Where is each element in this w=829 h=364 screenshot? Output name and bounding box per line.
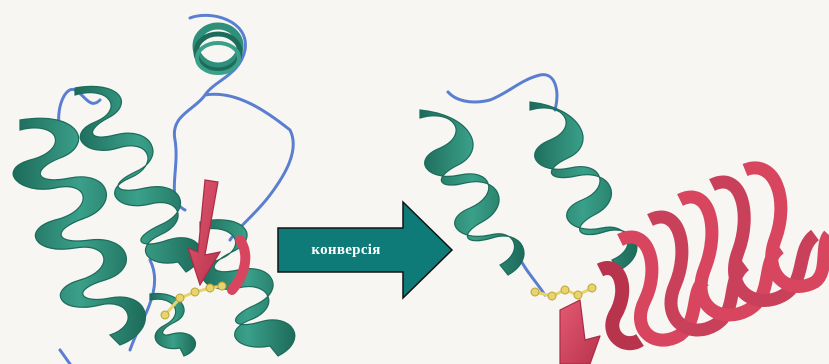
conversion-label: конверсія [280,232,412,268]
